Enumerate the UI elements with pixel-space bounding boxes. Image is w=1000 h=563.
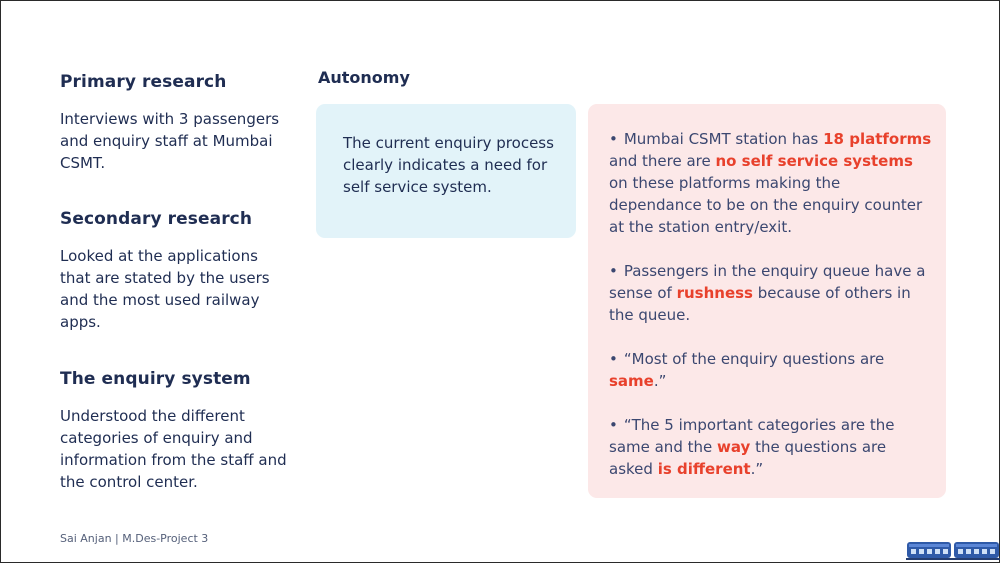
highlight-text: rushness	[676, 284, 753, 302]
finding-text: “Most of the enquiry questions are	[623, 350, 885, 368]
enquiry-system-heading: The enquiry system	[60, 369, 251, 389]
footer-credit: Sai Anjan | M.Des-Project 3	[60, 532, 209, 545]
autonomy-insight-card: The current enquiry process clearly indi…	[316, 104, 576, 238]
bullet-dot: •	[609, 262, 618, 280]
finding-text: .”	[653, 372, 667, 390]
finding-platforms: • Mumbai CSMT station has 18 platforms an…	[609, 128, 934, 238]
bullet-dot: •	[609, 416, 618, 434]
secondary-research-section: Secondary research Looked at the applica…	[60, 209, 290, 333]
highlight-text: same	[609, 372, 654, 390]
finding-text: “The 5 important categories are the same…	[609, 416, 895, 456]
findings-card: • Mumbai CSMT station has 18 platforms an…	[588, 104, 946, 498]
finding-text: .”	[750, 460, 764, 478]
bullet-dot: •	[609, 350, 618, 368]
finding-text: Mumbai CSMT station has	[623, 130, 824, 148]
highlight-text: way	[717, 438, 751, 456]
enquiry-system-text: Understood the different categories of e…	[60, 407, 287, 491]
autonomy-heading: Autonomy	[318, 68, 410, 87]
findings-list: • Mumbai CSMT station has 18 platforms an…	[609, 128, 934, 502]
highlight-text: is different	[657, 460, 751, 478]
secondary-research-text: Looked at the applications that are stat…	[60, 247, 270, 331]
highlight-text: 18 platforms	[823, 130, 932, 148]
finding-text: because of others in the queue.	[609, 284, 911, 324]
secondary-research-heading: Secondary research	[60, 209, 253, 229]
primary-research-text: Interviews with 3 passengers and enquiry…	[60, 110, 280, 172]
autonomy-insight-text: The current enquiry process clearly indi…	[343, 134, 554, 196]
primary-research-section: Primary research Interviews with 3 passe…	[60, 72, 290, 174]
finding-text: and there are	[609, 152, 716, 170]
train-icon	[906, 542, 1000, 560]
finding-text: Passengers in the enquiry queue have a s…	[609, 262, 926, 302]
finding-same-questions: • “Most of the enquiry questions are same…	[609, 348, 934, 392]
primary-research-heading: Primary research	[60, 72, 227, 92]
finding-categories: •“The 5 important categories are the sam…	[609, 414, 934, 480]
finding-rushness: •Passengers in the enquiry queue have a …	[609, 260, 934, 326]
finding-text: on these platforms making the dependance…	[609, 174, 923, 236]
bullet-dot: •	[609, 130, 618, 148]
enquiry-system-section: The enquiry system Understood the differ…	[60, 369, 290, 493]
highlight-text: no self service systems	[715, 152, 913, 170]
finding-text: the questions are asked	[609, 438, 887, 478]
